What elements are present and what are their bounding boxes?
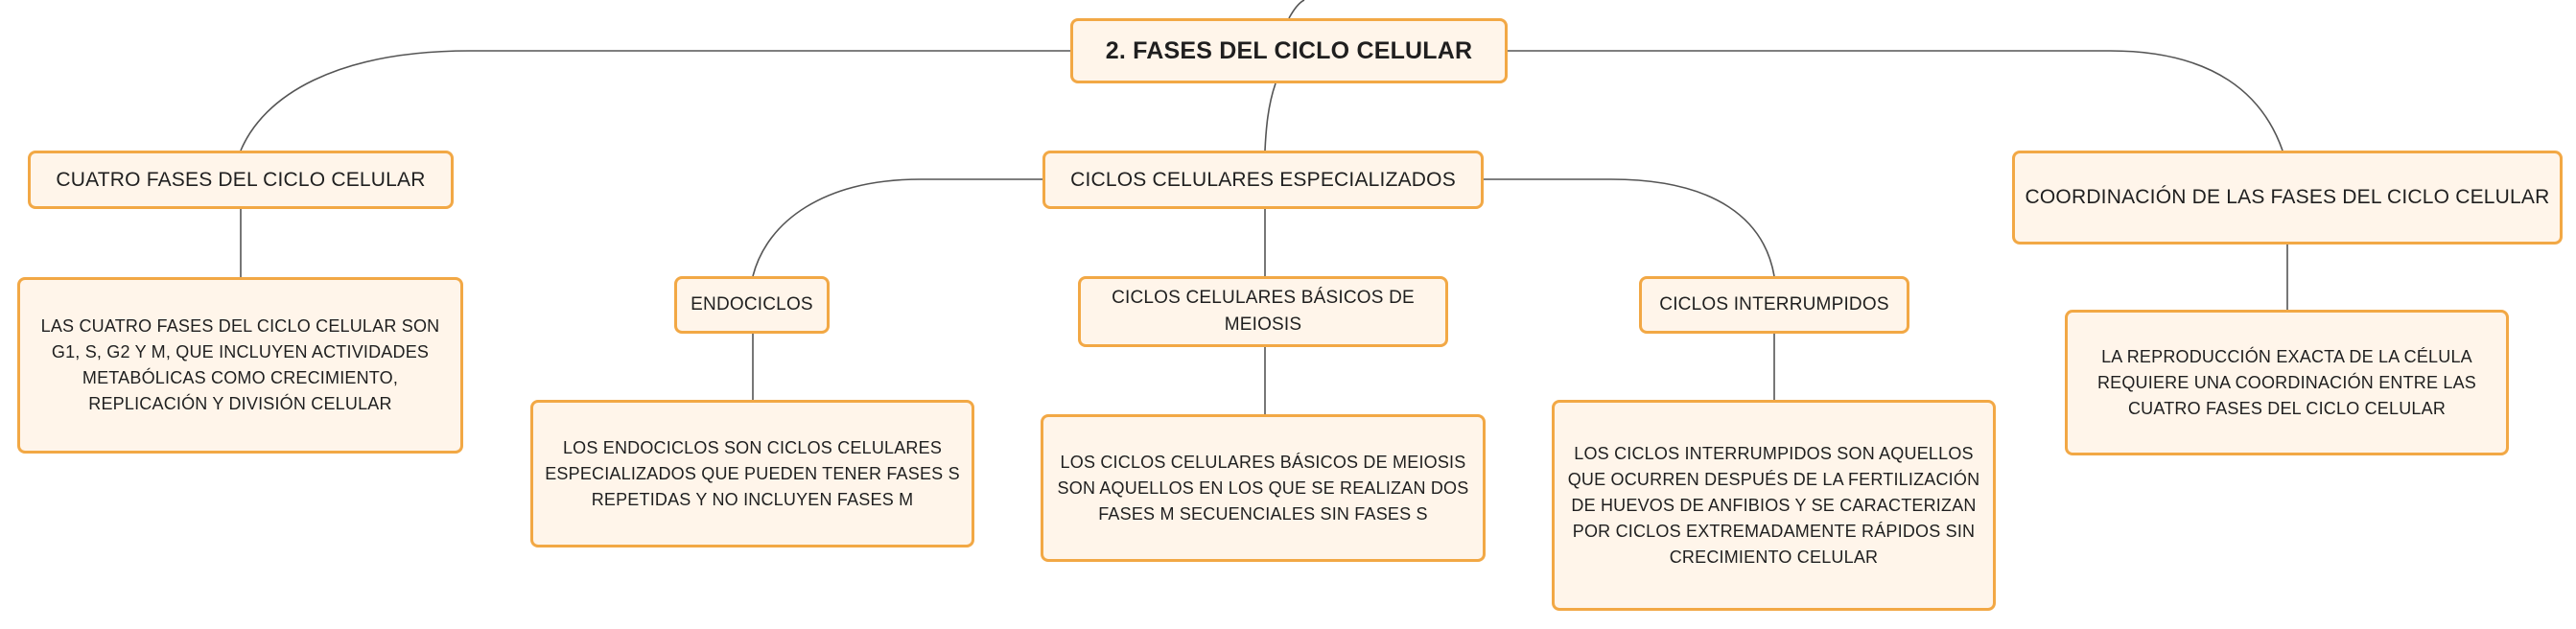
detail-interrumpidos[interactable]: LOS CICLOS INTERRUMPIDOS SON AQUELLOS QU… [1552, 400, 1996, 611]
detail-interrumpidos-text: LOS CICLOS INTERRUMPIDOS SON AQUELLOS QU… [1567, 443, 1980, 567]
root-topic-label: 2. FASES DEL CICLO CELULAR [1105, 36, 1473, 64]
subtopic-basicos-meiosis[interactable]: CICLOS CELULARES BÁSICOS DE MEIOSIS [1078, 276, 1448, 347]
connector-root-ciclos-esp [1264, 82, 1276, 151]
subtopic-endociclos-label: ENDOCICLOS [691, 294, 813, 314]
connector-root-parent [1288, 0, 1305, 19]
detail-endociclos[interactable]: LOS ENDOCICLOS SON CICLOS CELULARES ESPE… [530, 400, 974, 547]
detail-cuatro-fases[interactable]: LAS CUATRO FASES DEL CICLO CELULAR SON G… [17, 277, 463, 454]
connector-ciclos-esp-interr [1484, 178, 1775, 277]
subtopic-basicos-meiosis-label: CICLOS CELULARES BÁSICOS DE MEIOSIS [1112, 288, 1415, 335]
topic-ciclos-especializados[interactable]: CICLOS CELULARES ESPECIALIZADOS [1042, 151, 1484, 209]
subtopic-interrumpidos-label: CICLOS INTERRUMPIDOS [1659, 294, 1889, 314]
detail-coordinacion[interactable]: LA REPRODUCCIÓN EXACTA DE LA CÉLULA REQU… [2065, 310, 2509, 455]
detail-basicos-meiosis-text: LOS CICLOS CELULARES BÁSICOS DE MEIOSIS … [1057, 452, 1469, 524]
connector-root-cuatro [240, 50, 1070, 151]
connector-ciclos-esp-endo [752, 178, 1042, 277]
subtopic-endociclos[interactable]: ENDOCICLOS [674, 276, 830, 334]
topic-ciclos-especializados-label: CICLOS CELULARES ESPECIALIZADOS [1070, 168, 1456, 191]
root-topic[interactable]: 2. FASES DEL CICLO CELULAR [1070, 18, 1508, 83]
topic-coordinacion-label: COORDINACIÓN DE LAS FASES DEL CICLO CELU… [2025, 186, 2550, 208]
topic-cuatro-fases-label: CUATRO FASES DEL CICLO CELULAR [56, 168, 426, 191]
detail-endociclos-text: LOS ENDOCICLOS SON CICLOS CELULARES ESPE… [545, 437, 960, 509]
topic-cuatro-fases[interactable]: CUATRO FASES DEL CICLO CELULAR [28, 151, 454, 209]
detail-coordinacion-text: LA REPRODUCCIÓN EXACTA DE LA CÉLULA REQU… [2096, 346, 2477, 418]
detail-basicos-meiosis[interactable]: LOS CICLOS CELULARES BÁSICOS DE MEIOSIS … [1041, 414, 1486, 562]
detail-cuatro-fases-text: LAS CUATRO FASES DEL CICLO CELULAR SON G… [40, 316, 440, 413]
topic-coordinacion[interactable]: COORDINACIÓN DE LAS FASES DEL CICLO CELU… [2012, 151, 2563, 245]
subtopic-interrumpidos[interactable]: CICLOS INTERRUMPIDOS [1639, 276, 1909, 334]
connector-root-coord [1508, 50, 2283, 151]
